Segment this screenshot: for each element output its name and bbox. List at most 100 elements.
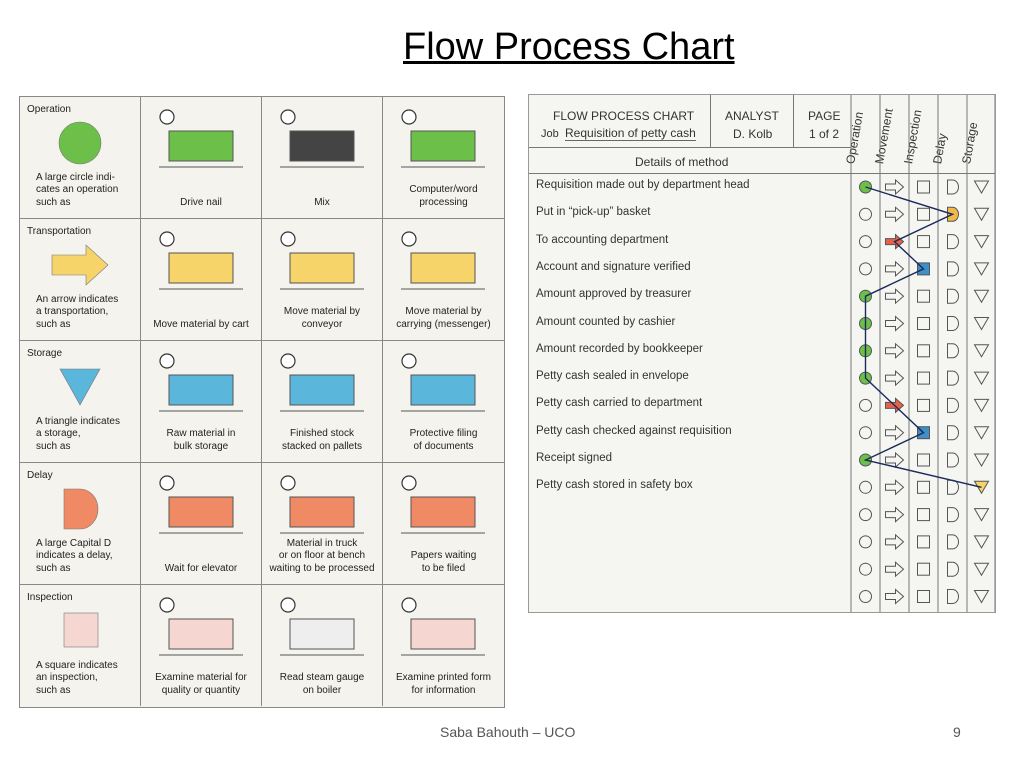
example-caption: Mix — [314, 196, 330, 208]
step-12-movement-symbol — [885, 506, 905, 523]
step-10-storage-symbol — [973, 453, 990, 467]
step-6-movement-symbol — [885, 342, 905, 359]
step-2-inspection-symbol — [917, 235, 930, 249]
page-value: 1 of 2 — [809, 127, 840, 141]
symbol-name: Inspection — [27, 592, 73, 603]
step-10-movement-symbol — [885, 451, 905, 469]
step-2-delay-symbol — [947, 234, 959, 250]
step-13-storage-symbol — [973, 535, 990, 549]
example-illustration-icon — [280, 475, 364, 534]
step-5-storage-symbol — [973, 317, 990, 331]
step-0-inspection-symbol — [917, 180, 930, 194]
symbols-table: Operation A large circle indi-cates an op… — [19, 96, 505, 708]
step-1-storage-symbol — [973, 207, 990, 222]
arrow-symbol-icon — [50, 241, 110, 296]
step-9-storage-symbol — [973, 426, 990, 440]
step-label: Petty cash stored in safety box — [536, 479, 693, 492]
example-illustration-icon — [401, 353, 485, 412]
step-9-delay-symbol — [947, 425, 959, 441]
example-illustration-icon — [159, 109, 243, 168]
step-15-movement-symbol — [885, 588, 905, 605]
flow-path-line — [863, 186, 982, 488]
analyst-value: D. Kolb — [733, 127, 773, 141]
step-11-movement-symbol — [885, 479, 905, 496]
step-6-delay-symbol — [947, 343, 959, 359]
step-12-inspection-symbol — [917, 508, 930, 522]
step-label: Put in “pick-up” basket — [536, 206, 651, 219]
symbol-name: Storage — [27, 348, 63, 359]
step-14-operation-symbol — [859, 562, 872, 576]
step-14-inspection-symbol — [917, 562, 930, 576]
d-symbol-icon — [50, 485, 110, 540]
slide-title: Flow Process Chart — [403, 26, 735, 68]
step-3-movement-symbol — [885, 260, 905, 278]
step-7-storage-symbol — [973, 371, 990, 386]
step-7-movement-symbol — [885, 369, 905, 387]
analyst-label: ANALYST — [725, 109, 779, 123]
step-13-movement-symbol — [885, 533, 905, 551]
step-8-storage-symbol — [973, 398, 990, 413]
step-13-operation-symbol — [859, 535, 872, 549]
step-5-movement-symbol — [885, 315, 905, 332]
symbol-name: Delay — [27, 470, 53, 481]
step-label: Petty cash carried to department — [536, 397, 703, 410]
step-4-delay-symbol — [947, 288, 959, 304]
chart-label: FLOW PROCESS CHART — [553, 109, 695, 123]
page-label: PAGE — [808, 109, 841, 123]
step-label: Receipt signed — [536, 452, 613, 464]
symbol-row-operation: Operation A large circle indi-cates an op… — [20, 97, 504, 219]
example-illustration-icon — [401, 109, 485, 168]
step-4-inspection-symbol — [917, 289, 930, 303]
example-illustration-icon — [280, 597, 364, 656]
step-0-storage-symbol — [973, 180, 990, 194]
example-caption: Drive nail — [180, 196, 222, 208]
example-illustration-icon — [159, 475, 243, 534]
step-label: Petty cash sealed in envelope — [536, 370, 689, 383]
step-0-movement-symbol — [885, 178, 905, 196]
step-8-operation-symbol — [859, 398, 872, 412]
step-13-delay-symbol — [947, 534, 959, 550]
step-1-operation-symbol — [859, 207, 872, 221]
triangle-symbol-icon — [50, 363, 110, 418]
step-12-delay-symbol — [947, 507, 959, 523]
step-12-storage-symbol — [973, 508, 990, 522]
step-9-movement-symbol — [885, 424, 905, 441]
step-label: Petty cash checked against requisition — [536, 424, 732, 437]
example-illustration-icon — [280, 231, 364, 290]
symbol-name: Operation — [27, 104, 71, 115]
step-15-inspection-symbol — [917, 590, 930, 603]
example-illustration-icon — [401, 597, 485, 656]
step-13-inspection-symbol — [917, 535, 930, 549]
step-1-movement-symbol — [885, 206, 905, 223]
step-3-operation-symbol — [859, 262, 872, 276]
step-label: Requisition made out by department head — [536, 179, 750, 191]
step-8-inspection-symbol — [917, 398, 930, 412]
details-label: Details of method — [635, 155, 729, 169]
